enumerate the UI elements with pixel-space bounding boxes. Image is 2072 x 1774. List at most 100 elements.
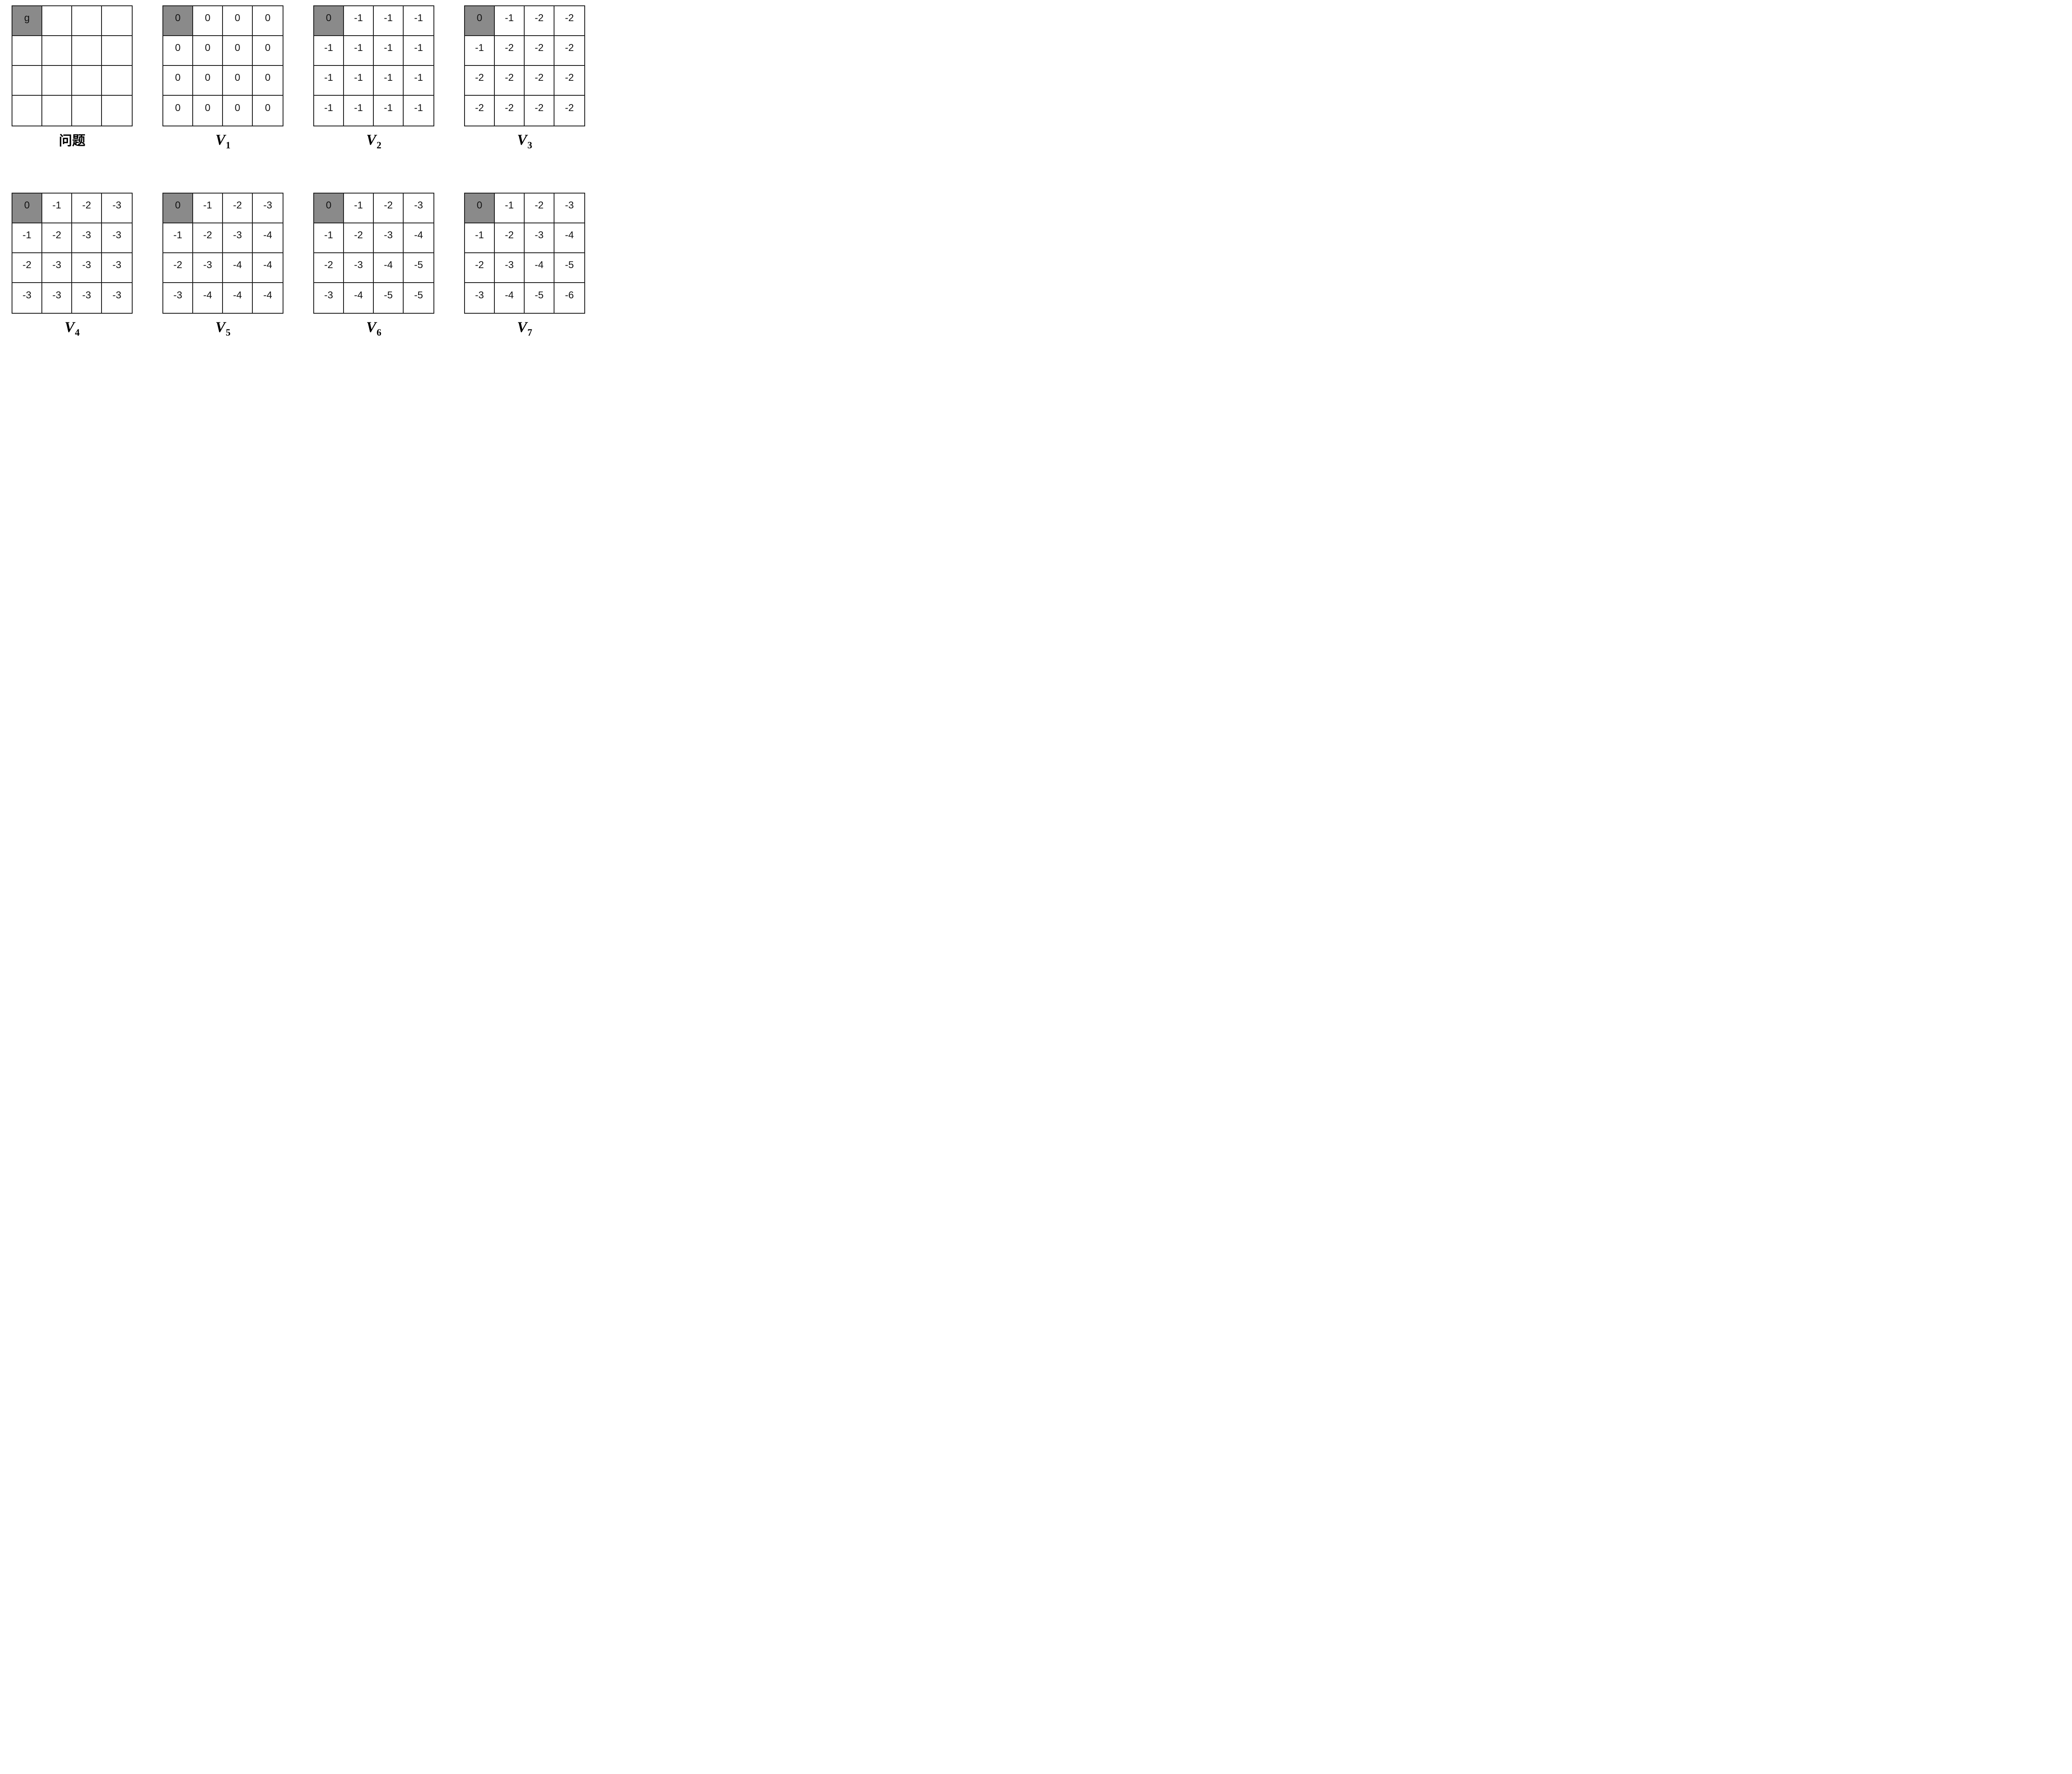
grid-cell: -5 (525, 283, 554, 313)
grid-cell: -2 (525, 6, 554, 36)
grid-cell: -4 (223, 283, 253, 313)
label-v-subscript: 3 (527, 140, 533, 150)
grid-cell: -4 (404, 223, 433, 253)
grid-cell (42, 96, 72, 126)
grid-cell: -2 (72, 194, 102, 223)
grid-cell (72, 66, 102, 96)
grid-cell: -2 (554, 66, 584, 96)
grid-cell: -2 (344, 223, 374, 253)
grid-cell: 0 (253, 96, 283, 126)
grid-cell: -1 (374, 96, 404, 126)
grid-cell: 0 (163, 96, 193, 126)
grid-cell: -3 (404, 194, 433, 223)
grid-cell: -2 (223, 194, 253, 223)
goal-cell: 0 (12, 194, 42, 223)
grid-cell: -3 (223, 223, 253, 253)
grid-cell: -4 (253, 283, 283, 313)
grid-cell: -1 (495, 6, 525, 36)
grid-cell: 0 (223, 6, 253, 36)
goal-cell: 0 (465, 194, 495, 223)
grid-cell: -4 (253, 253, 283, 283)
grid-cell: -1 (344, 66, 374, 96)
grid-cell: -2 (495, 36, 525, 66)
grid-cell: -4 (344, 283, 374, 313)
label-v-symbol: V (215, 319, 225, 335)
grid-cell: -2 (525, 66, 554, 96)
label-v-symbol: V (366, 319, 376, 335)
goal-cell: 0 (314, 6, 344, 36)
grid-cell: -3 (253, 194, 283, 223)
grid-cell (12, 36, 42, 66)
label-v-symbol: V (366, 131, 376, 148)
grid-cell: -4 (525, 253, 554, 283)
grid-cell: -1 (374, 6, 404, 36)
grid-cell: -1 (314, 96, 344, 126)
grid-cell (102, 96, 132, 126)
grid-cell: -3 (495, 253, 525, 283)
grid-cell: -3 (102, 194, 132, 223)
grid-cell: -1 (193, 194, 223, 223)
grid-cell: -2 (554, 6, 584, 36)
grid-cell (102, 6, 132, 36)
grid-cell: 0 (253, 66, 283, 96)
grid-cell (42, 36, 72, 66)
grid-cell: 0 (223, 36, 253, 66)
grid-v3: 0-1-2-2-1-2-2-2-2-2-2-2-2-2-2-2 (464, 5, 585, 126)
grid-cell: -3 (163, 283, 193, 313)
label-v-subscript: 7 (527, 327, 533, 338)
grid-cell: -2 (525, 96, 554, 126)
goal-cell: 0 (163, 6, 193, 36)
grid-cell: -2 (374, 194, 404, 223)
grid-cell: -4 (193, 283, 223, 313)
grid-v5: 0-1-2-3-1-2-3-4-2-3-4-4-3-4-4-4 (162, 193, 283, 314)
grid-cell: -1 (314, 66, 344, 96)
grid-cell: -1 (404, 96, 433, 126)
grid-cell: -4 (223, 253, 253, 283)
grid-cell: -1 (374, 36, 404, 66)
label-v-symbol: V (215, 131, 225, 148)
grid-v2: 0-1-1-1-1-1-1-1-1-1-1-1-1-1-1-1 (313, 5, 434, 126)
grid-cell: 0 (193, 36, 223, 66)
grid-cell: -4 (374, 253, 404, 283)
grid-cell: -1 (374, 66, 404, 96)
grid-cell: -1 (42, 194, 72, 223)
grid-cell: -4 (495, 283, 525, 313)
label-v-symbol: V (64, 319, 75, 335)
grid-cell: 0 (193, 6, 223, 36)
grid-cell (72, 6, 102, 36)
grid-cell: -1 (344, 96, 374, 126)
label-v-subscript: 6 (376, 327, 382, 338)
grid-cell (42, 6, 72, 36)
label-v-subscript: 5 (225, 327, 231, 338)
grid-cell: -1 (404, 36, 433, 66)
grid-cell: -1 (344, 36, 374, 66)
grid-cell: -4 (253, 223, 283, 253)
grid-cell: -3 (102, 253, 132, 283)
grid-cell: -3 (314, 283, 344, 313)
goal-cell: 0 (465, 6, 495, 36)
grid-cell: 0 (253, 36, 283, 66)
grid-cell: -1 (12, 223, 42, 253)
grid-cell: -3 (525, 223, 554, 253)
grid-cell: -2 (163, 253, 193, 283)
grid-cell: -3 (42, 283, 72, 313)
label-v-subscript: 4 (75, 327, 80, 338)
grid-cell: -2 (554, 96, 584, 126)
grid-cell: -3 (465, 283, 495, 313)
grid-cell: -1 (344, 6, 374, 36)
grid-cell: -3 (102, 283, 132, 313)
grid-cell: 0 (223, 66, 253, 96)
grid-cell: -2 (495, 223, 525, 253)
grid-cell: -1 (314, 36, 344, 66)
grid-cell: -2 (42, 223, 72, 253)
